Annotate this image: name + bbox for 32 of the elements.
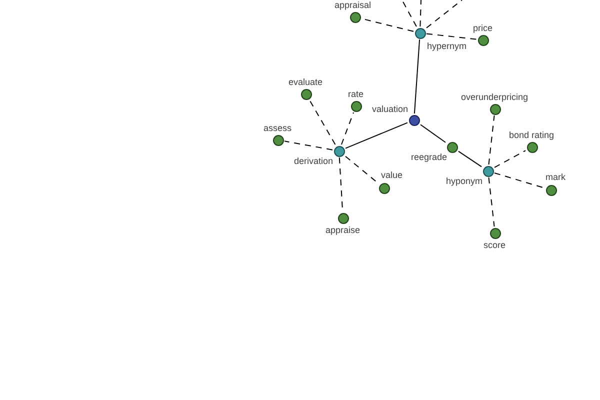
- node-label: assess: [264, 123, 292, 133]
- connector-line: [284, 140, 333, 150]
- node-label: hyponym: [446, 176, 483, 186]
- connector-line: [420, 124, 446, 143]
- connector-line: [494, 172, 545, 189]
- connector-line: [420, 0, 422, 27]
- connector-line: [340, 112, 354, 145]
- connector-line: [345, 122, 408, 149]
- connector-line: [494, 150, 526, 168]
- node-label: value: [381, 170, 403, 180]
- node-label: mark: [546, 172, 566, 182]
- node-label: appraise: [326, 225, 360, 235]
- node-label: evaluate: [288, 77, 323, 87]
- node-label: price: [473, 23, 493, 33]
- node-label: valuation: [372, 104, 408, 114]
- connector-line: [414, 39, 420, 114]
- connector-line: [426, 0, 462, 28]
- node-label: derivation: [294, 156, 334, 166]
- connector-line: [402, 0, 417, 27]
- connector-line: [309, 100, 336, 145]
- connector-line: [458, 150, 482, 168]
- node-label: appraisal: [334, 0, 372, 10]
- node-label: bond rating: [509, 130, 554, 140]
- connector-line: [345, 156, 378, 184]
- connector-line: [426, 33, 477, 40]
- node-label: overunderpricing: [461, 92, 528, 102]
- connector-line: [488, 177, 495, 227]
- node-label: hypernym: [427, 41, 467, 51]
- node-label: reegrade: [411, 152, 448, 162]
- node-label: rate: [348, 89, 364, 99]
- connector-line: [488, 115, 495, 165]
- node-label: score: [484, 240, 506, 250]
